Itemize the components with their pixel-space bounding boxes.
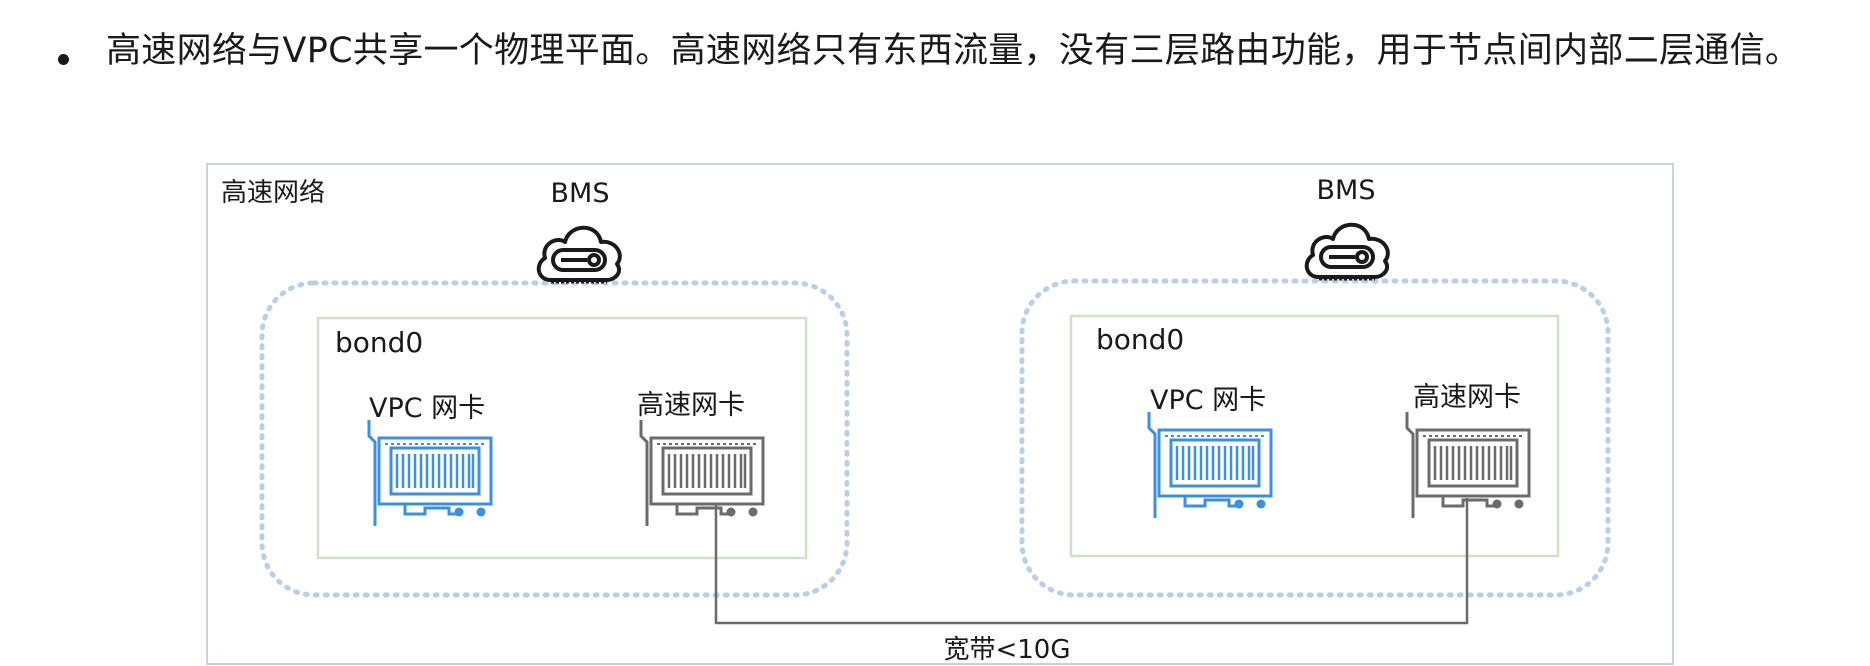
high-speed-link [714, 498, 1469, 625]
node-group-right [1019, 278, 1611, 598]
vpc-nic-icon-left [367, 418, 493, 528]
bms-cloud-icon-left [536, 225, 622, 284]
bond0-label-left: bond0 [335, 326, 423, 359]
bms-label-left: BMS [551, 178, 610, 209]
hs-nic-label-left: 高速网卡 [637, 390, 745, 421]
bms-cloud-icon-right [1304, 222, 1390, 281]
high-speed-network-label: 高速网络 [221, 178, 325, 208]
node-group-left [259, 280, 850, 598]
bond0-box-right [1069, 314, 1560, 558]
bond0-box-left [316, 316, 808, 560]
bond0-label-right: bond0 [1096, 323, 1184, 356]
hs-nic-label-right: 高速网卡 [1413, 382, 1521, 413]
bms-label-right: BMS [1317, 175, 1376, 206]
bullet-text: 高速网络与VPC共享一个物理平面。高速网络只有东西流量，没有三层路由功能，用于节… [106, 31, 1801, 71]
bullet-dot [58, 54, 69, 65]
vpc-nic-label-left: VPC 网卡 [369, 393, 485, 424]
vpc-nic-icon-right [1147, 410, 1273, 520]
vpc-nic-label-right: VPC 网卡 [1150, 385, 1266, 416]
hs-nic-icon-left [639, 418, 765, 528]
bandwidth-label: 宽带<10G [943, 635, 1070, 665]
high-speed-network-frame [206, 163, 1674, 665]
